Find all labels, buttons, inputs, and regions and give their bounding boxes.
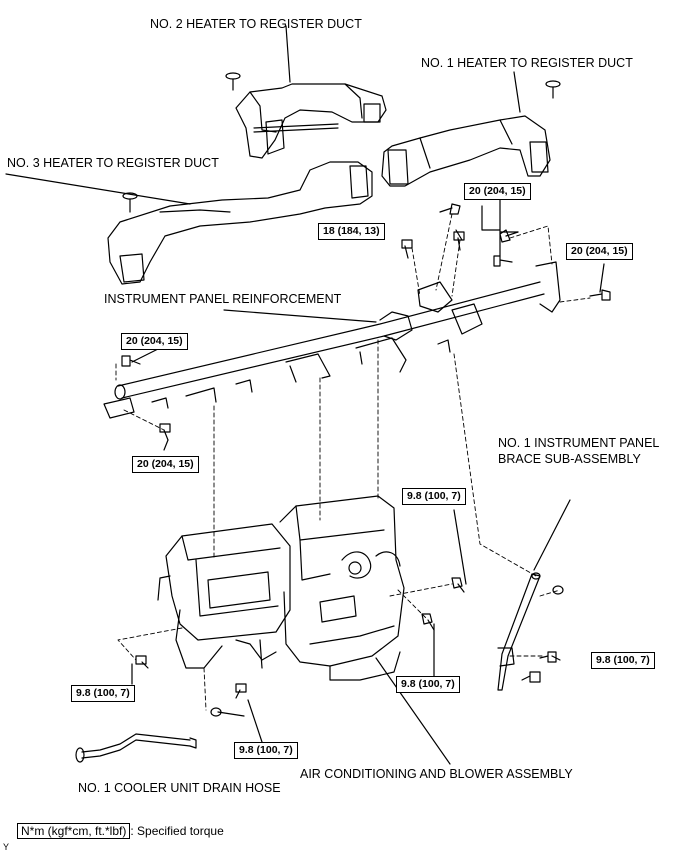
- no2-heater-duct: [235, 25, 387, 159]
- cooler-unit-drain-hose: [75, 733, 197, 763]
- bolt: [121, 355, 141, 367]
- bolt: [135, 655, 149, 669]
- torque-label: 18 (184, 13): [318, 223, 385, 240]
- alignment-lines: [115, 213, 591, 711]
- leader-lines: [131, 199, 605, 765]
- label-brace-line2: BRACE SUB-ASSEMBLY: [498, 452, 641, 466]
- label-ac-assembly: AIR CONDITIONING AND BLOWER ASSEMBLY: [300, 767, 573, 781]
- torque-label: 20 (204, 15): [464, 183, 531, 200]
- label-brace-line1: NO. 1 INSTRUMENT PANEL: [498, 436, 660, 450]
- label-reinforcement: INSTRUMENT PANEL REINFORCEMENT: [104, 292, 342, 306]
- duct-clip: [225, 72, 241, 91]
- no1-heater-duct: [381, 71, 551, 187]
- torque-label: 20 (204, 15): [132, 456, 199, 473]
- footer-mark: Y: [3, 842, 10, 852]
- duct-clip: [122, 192, 138, 213]
- bolt: [521, 671, 541, 683]
- torque-label: 9.8 (100, 7): [402, 488, 466, 505]
- bolt: [493, 255, 513, 267]
- torque-label: 9.8 (100, 7): [591, 652, 655, 669]
- bolt: [589, 289, 611, 301]
- torque-legend: N*m (kgf*cm, ft.*lbf): Specified torque: [17, 823, 224, 839]
- bolt: [235, 683, 247, 699]
- label-no3-duct: NO. 3 HEATER TO REGISTER DUCT: [7, 156, 219, 170]
- legend-unit-box: N*m (kgf*cm, ft.*lbf): [17, 823, 131, 839]
- torque-label: 9.8 (100, 7): [234, 742, 298, 759]
- label-no1-duct: NO. 1 HEATER TO REGISTER DUCT: [421, 56, 633, 70]
- label-drain-hose: NO. 1 COOLER UNIT DRAIN HOSE: [78, 781, 281, 795]
- bolt: [421, 613, 435, 631]
- nut: [552, 585, 564, 595]
- bolt: [499, 229, 519, 243]
- no3-heater-duct: [5, 161, 373, 285]
- bolt: [451, 577, 465, 593]
- bolt: [439, 203, 461, 215]
- instrument-panel-brace: [497, 499, 571, 691]
- torque-label: 9.8 (100, 7): [71, 685, 135, 702]
- duct-clip: [545, 80, 561, 99]
- label-no2-duct: NO. 2 HEATER TO REGISTER DUCT: [150, 17, 362, 31]
- ac-blower-assembly: [157, 495, 405, 681]
- bolt: [401, 239, 413, 259]
- instrument-panel-reinforcement: [103, 261, 561, 419]
- bolt: [159, 423, 171, 441]
- bolt: [539, 651, 557, 663]
- torque-label: 9.8 (100, 7): [396, 676, 460, 693]
- torque-label: 20 (204, 15): [121, 333, 188, 350]
- legend-text: : Specified torque: [130, 824, 224, 838]
- torque-label: 20 (204, 15): [566, 243, 633, 260]
